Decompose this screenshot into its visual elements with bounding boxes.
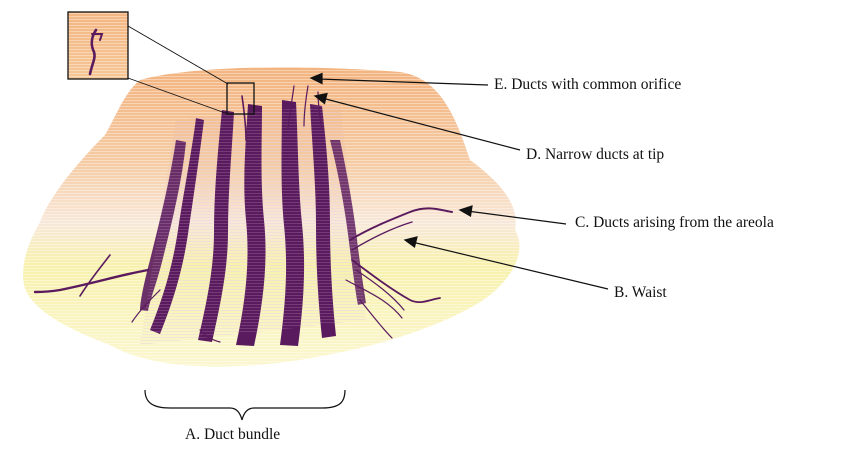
duct-bundle-brace bbox=[145, 390, 345, 420]
label-c-ducts-areola: C. Ducts arising from the areola bbox=[575, 214, 774, 232]
inset-magnified-detail bbox=[68, 12, 128, 79]
duct-bundle-texture bbox=[140, 104, 366, 345]
label-e-ducts-common-orifice: E. Ducts with common orifice bbox=[494, 76, 681, 94]
label-a-duct-bundle: A. Duct bundle bbox=[185, 426, 280, 444]
label-b-waist: B. Waist bbox=[614, 284, 667, 302]
label-d-narrow-ducts-tip: D. Narrow ducts at tip bbox=[526, 146, 664, 164]
